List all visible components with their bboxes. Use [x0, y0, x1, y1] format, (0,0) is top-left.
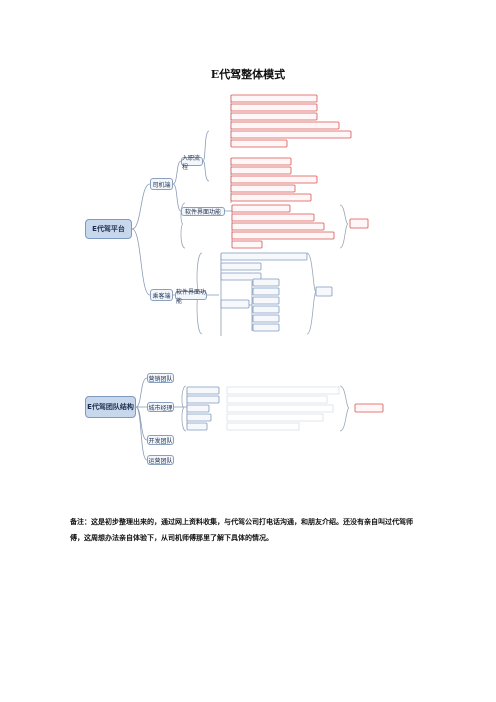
node-ops-team: 运营团队: [147, 455, 174, 465]
document-title: E代驾整体模式: [210, 68, 286, 81]
node-driver-side: 司机端: [150, 178, 173, 190]
node-driver-app: 软件界面功能: [181, 207, 225, 216]
node-dev-team: 开发团队: [147, 435, 174, 445]
root-node-team: E代驾团队结构: [85, 396, 136, 418]
node-marketing-team: 营销团队: [147, 373, 174, 383]
node-city-manager: 城市经理: [147, 402, 174, 412]
node-customer-side: 乘客端: [150, 289, 173, 301]
remark-paragraph: 备注：这是初步整理出来的，通过网上资料收集，与代驾公司打电话沟通，和朋友介绍。还…: [70, 517, 413, 542]
root-node-platform: E代驾平台: [85, 219, 132, 239]
